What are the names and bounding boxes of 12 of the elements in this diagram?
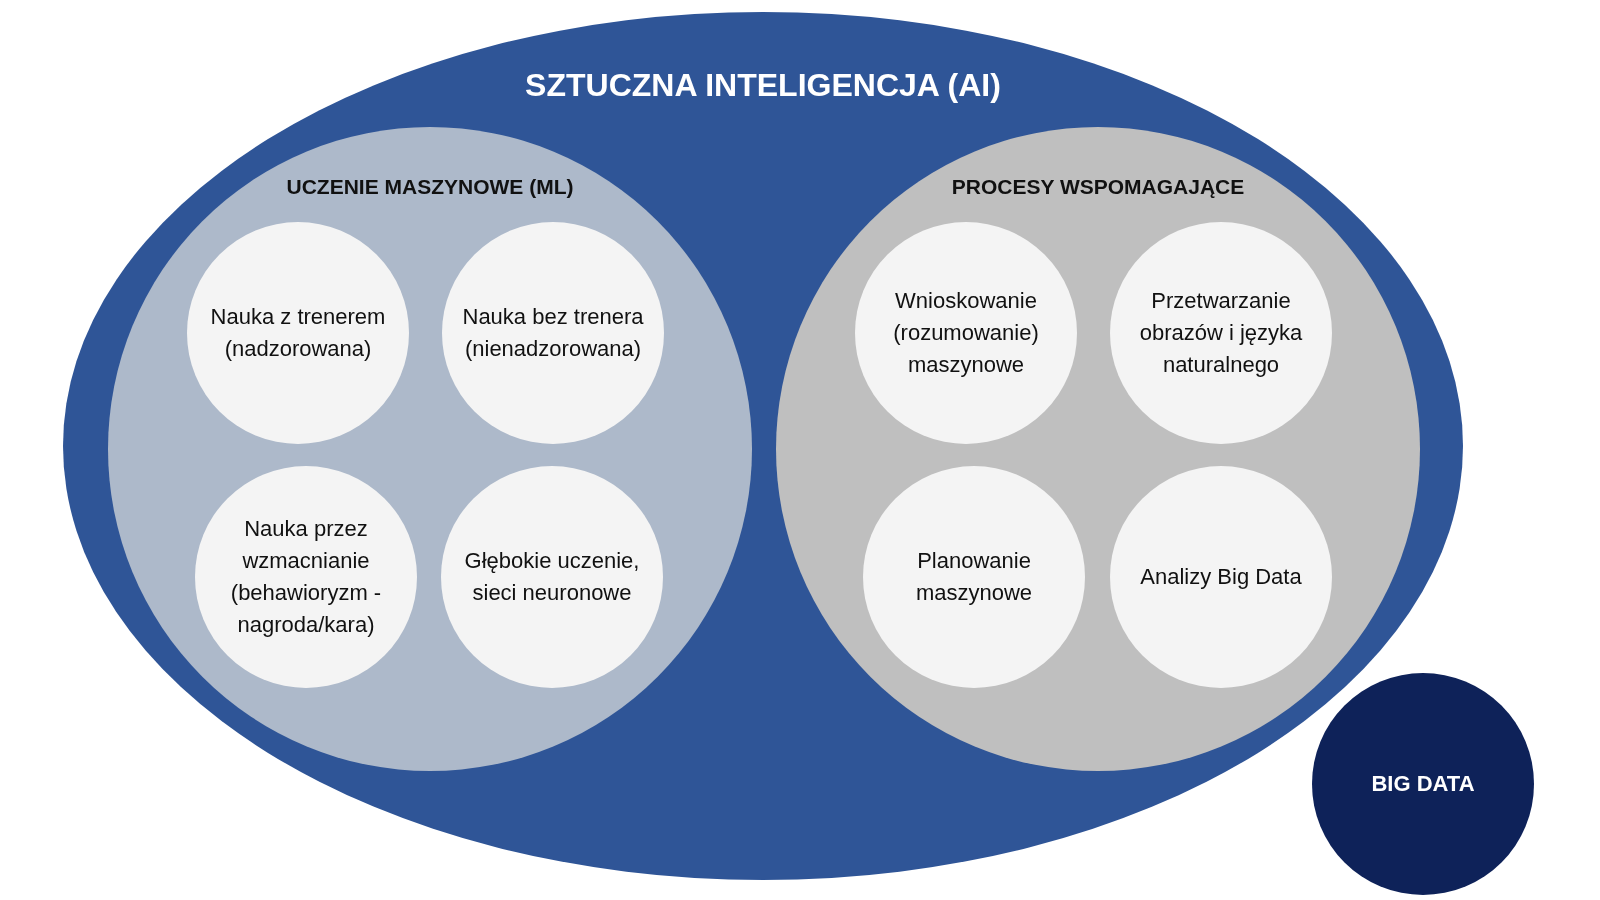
region-heading: UCZENIE MASZYNOWE (ML) [286,175,574,199]
node-label: Nauka z trenerem (nadzorowana) [209,303,387,363]
node-label: Planowanie maszynowe [914,547,1034,607]
region-title: SZTUCZNA INTELIGENCJA (AI) [525,67,1001,104]
node-label: Nauka bez trenera (nienadzorowana) [461,303,645,363]
region-heading: PROCESY WSPOMAGAJĄCE [951,175,1245,199]
node-label: BIG DATA [1370,770,1476,799]
node-label: Wnioskowanie (rozumowanie) maszynowe [892,287,1040,379]
node-label: Głębokie uczenie, sieci neuronowe [463,547,641,607]
node-label: Nauka przez wzmacnianie (behawioryzm - nagroda/kara) [229,515,383,639]
node-label: Analizy Big Data [1139,563,1303,592]
node-label: Przetwarzanie obrazów i języka naturalnego [1138,287,1304,379]
